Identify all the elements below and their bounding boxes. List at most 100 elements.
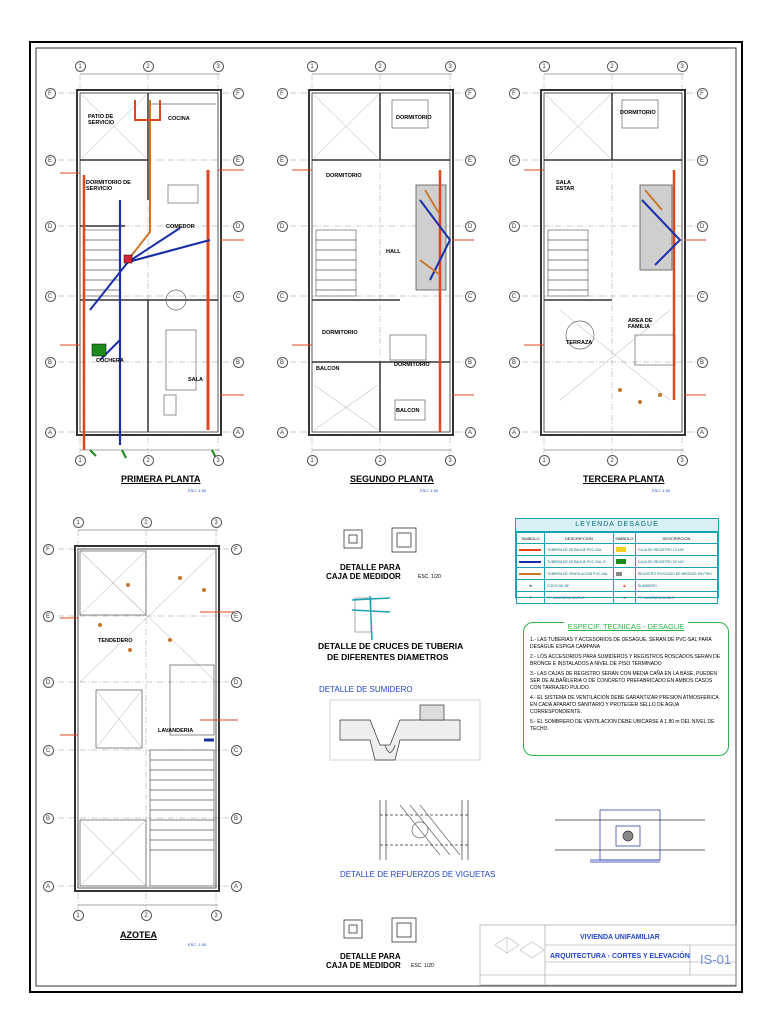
grid-axis-bubble: 2 bbox=[374, 454, 386, 466]
pipes-primera bbox=[60, 100, 244, 459]
plan-scale-segunda: ESC. 1:50 bbox=[420, 488, 439, 493]
grid-axis-bubble: B bbox=[230, 812, 242, 824]
grid-axis-bubble: A bbox=[230, 880, 242, 892]
grid-axis-bubble: B bbox=[276, 356, 288, 368]
grid-axis-bubble: A bbox=[42, 880, 54, 892]
grid-axis-bubble: B bbox=[44, 356, 56, 368]
specs-title: ESPECIF. TECNICAS - DESAGUE bbox=[563, 622, 689, 631]
spec-item: 4.- EL SISTEMA DE VENTILACION DEBE GARAN… bbox=[530, 695, 719, 715]
legend-desc: "Y" SANITARIA DOBLE bbox=[634, 591, 719, 604]
grid-axis-bubble: E bbox=[464, 154, 476, 166]
grid-axis-bubble: C bbox=[230, 744, 242, 756]
red-pipe-symbol bbox=[519, 548, 541, 551]
spec-item: 2.- LOS ACCESORIOS PARA SUMIDEROS Y REGI… bbox=[530, 654, 721, 667]
project-name: VIVIENDA UNIFAMILIAR bbox=[580, 934, 660, 941]
plan-title-tercera: TERCERA PLANTA bbox=[583, 474, 665, 484]
room-label: DORMITORIO bbox=[394, 362, 430, 368]
plan-azotea bbox=[58, 529, 238, 910]
grid-axis-bubble: A bbox=[276, 426, 288, 438]
detalle-viguetas bbox=[379, 800, 469, 860]
specs-desague: ESPECIF. TECNICAS - DESAGUE 1.- LAS TUBE… bbox=[523, 622, 729, 756]
grid-axis-bubble: 3 bbox=[212, 454, 224, 466]
grid-axis-bubble: E bbox=[276, 154, 288, 166]
spec-item: 3.- LAS CAJAS DE REGISTRO SERAN CON MEDI… bbox=[530, 671, 717, 691]
spec-item: 1.- LAS TUBERIAS Y ACCESORIOS DE DESAGUE… bbox=[530, 637, 712, 650]
grid-axis-bubble: D bbox=[464, 220, 476, 232]
grid-axis-bubble: F bbox=[508, 87, 520, 99]
room-label: DORMITORIO DE SERVICIO bbox=[86, 180, 131, 192]
detail-title: DE DIFERENTES DIAMETROS bbox=[327, 652, 449, 662]
detail-title: DETALLE DE REFUERZOS DE VIGUETAS bbox=[340, 870, 496, 879]
grid-axis-bubble: 2 bbox=[606, 60, 618, 72]
grid-axis-bubble: 3 bbox=[210, 909, 222, 921]
detalle-caja-medidor-2 bbox=[343, 917, 417, 943]
grid-axis-bubble: F bbox=[696, 87, 708, 99]
detalle-cruces bbox=[351, 595, 391, 641]
pipes-azotea bbox=[60, 611, 238, 742]
caja-registro-icon bbox=[91, 343, 107, 357]
grid-axis-bubble: A bbox=[508, 426, 520, 438]
grid-axis-bubble: 3 bbox=[444, 454, 456, 466]
orange-pipe-symbol bbox=[519, 572, 541, 575]
room-label: PATIO DE SERVICIO bbox=[88, 114, 115, 126]
grid-axis-bubble: E bbox=[232, 154, 244, 166]
grid-axis-bubble: D bbox=[232, 220, 244, 232]
registro-icon bbox=[123, 254, 133, 264]
legend-table: SIMBOLO DESCRIPCION SIMBOLO DESCRIPCION … bbox=[515, 532, 719, 604]
grid-axis-bubble: 2 bbox=[140, 516, 152, 528]
grid-axis-bubble: F bbox=[232, 87, 244, 99]
room-label: COCINA bbox=[168, 116, 190, 122]
ducto-shaft-3 bbox=[639, 184, 673, 271]
grid-axis-bubble: C bbox=[42, 744, 54, 756]
room-label: DORMITORIO bbox=[620, 110, 656, 116]
room-label: HALL bbox=[386, 249, 401, 255]
grid-axis-bubble: 1 bbox=[72, 516, 84, 528]
grid-axis-bubble: B bbox=[464, 356, 476, 368]
blue-pipe-symbol bbox=[519, 560, 541, 563]
detalle-sumidero bbox=[329, 699, 481, 761]
legend-desc: CAJA DE REGISTRO 12"x24" bbox=[634, 543, 719, 556]
legend-desc: TUBERIA DE VENTILACION PVC-SAL bbox=[544, 567, 614, 580]
detail-title: CAJA DE MEDIDOR bbox=[326, 572, 401, 581]
detail-title: DETALLE DE SUMIDERO bbox=[319, 685, 413, 694]
legend-desc: "Y" SANITARIA SIMPLE bbox=[544, 591, 614, 604]
grid-axis-bubble: 1 bbox=[72, 909, 84, 921]
grid-axis-bubble: E bbox=[508, 154, 520, 166]
spec-item: 5.- EL SOMBRERO DE VENTILACION DEBE UBIC… bbox=[530, 719, 715, 732]
room-label: TERRAZA bbox=[566, 340, 593, 346]
grid-axis-bubble: 3 bbox=[444, 60, 456, 72]
legend-desc: TUBERIA DE DESAGUE PVC-SAL 4" bbox=[544, 555, 614, 568]
plan-title-azotea: AZOTEA bbox=[120, 930, 157, 940]
legend-desc: CAJA DE REGISTRO 24"x24" bbox=[634, 555, 719, 568]
legend-header: SIMBOLO bbox=[515, 532, 546, 544]
plan-segunda bbox=[290, 73, 472, 455]
grid-axis-bubble: D bbox=[42, 676, 54, 688]
grid-axis-bubble: D bbox=[44, 220, 56, 232]
detail-title: DETALLE DE CRUCES DE TUBERIA bbox=[318, 641, 464, 651]
grid-axis-bubble: D bbox=[696, 220, 708, 232]
grid-axis-bubble: B bbox=[232, 356, 244, 368]
caja-registro-symbol bbox=[615, 559, 626, 564]
grid-axis-bubble: B bbox=[696, 356, 708, 368]
room-label: TENDEDERO bbox=[98, 638, 133, 644]
grid-axis-bubble: E bbox=[696, 154, 708, 166]
caja-registro-symbol bbox=[615, 547, 626, 552]
grid-axis-bubble: 2 bbox=[142, 454, 154, 466]
room-label: SALA ESTAR bbox=[556, 180, 575, 192]
grid-axis-bubble: 3 bbox=[676, 454, 688, 466]
grid-axis-bubble: D bbox=[230, 676, 242, 688]
grid-axis-bubble: 2 bbox=[374, 60, 386, 72]
sheet-name: ARQUITECTURA - CORTES Y ELEVACIÓN bbox=[550, 953, 690, 960]
plan-title-primera: PRIMERA PLANTA bbox=[121, 474, 201, 484]
grid-axis-bubble: 2 bbox=[142, 60, 154, 72]
room-label: SALA bbox=[188, 377, 203, 383]
legend-header: SIMBOLO bbox=[612, 532, 636, 544]
grid-axis-bubble: A bbox=[696, 426, 708, 438]
room-label: DORMITORIO bbox=[326, 173, 362, 179]
grid-axis-bubble: F bbox=[276, 87, 288, 99]
grid-axis-bubble: 1 bbox=[306, 60, 318, 72]
detalle-vigas-registro bbox=[555, 809, 705, 863]
grid-axis-bubble: C bbox=[696, 290, 708, 302]
grid-axis-bubble: B bbox=[42, 812, 54, 824]
